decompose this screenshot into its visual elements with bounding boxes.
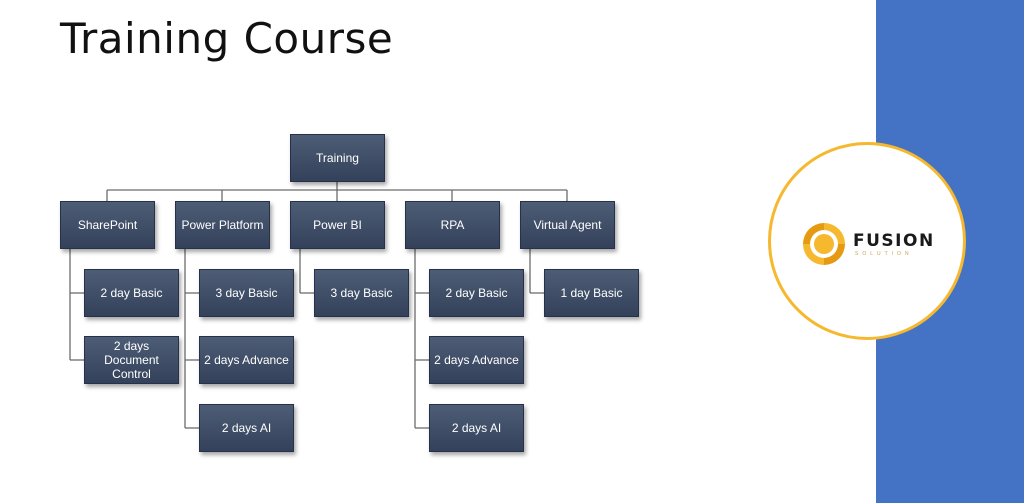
- org-node-virtual-agent: Virtual Agent: [520, 201, 615, 249]
- org-node-training: Training: [290, 134, 385, 182]
- org-node-power-bi-basic: 3 day Basic: [314, 269, 409, 317]
- org-node-sharepoint-document-control: 2 days Document Control: [84, 336, 179, 384]
- org-node-power-platform-advance: 2 days Advance: [199, 336, 294, 384]
- fusion-logo-icon: [803, 223, 845, 265]
- org-node-power-platform: Power Platform: [175, 201, 270, 249]
- logo-badge: FUSION SOLUTION: [768, 142, 966, 340]
- org-node-rpa-advance: 2 days Advance: [429, 336, 524, 384]
- logo-tagline: SOLUTION: [855, 251, 913, 257]
- logo-wordmark: FUSION: [853, 231, 935, 251]
- org-node-virtual-agent-basic: 1 day Basic: [544, 269, 639, 317]
- org-node-sharepoint: SharePoint: [60, 201, 155, 249]
- org-node-power-platform-basic: 3 day Basic: [199, 269, 294, 317]
- org-node-rpa-ai: 2 days AI: [429, 404, 524, 452]
- slide-title: Training Course: [60, 14, 394, 63]
- org-node-power-platform-ai: 2 days AI: [199, 404, 294, 452]
- org-node-power-bi: Power BI: [290, 201, 385, 249]
- org-node-rpa: RPA: [405, 201, 500, 249]
- org-node-rpa-basic: 2 day Basic: [429, 269, 524, 317]
- org-node-sharepoint-basic: 2 day Basic: [84, 269, 179, 317]
